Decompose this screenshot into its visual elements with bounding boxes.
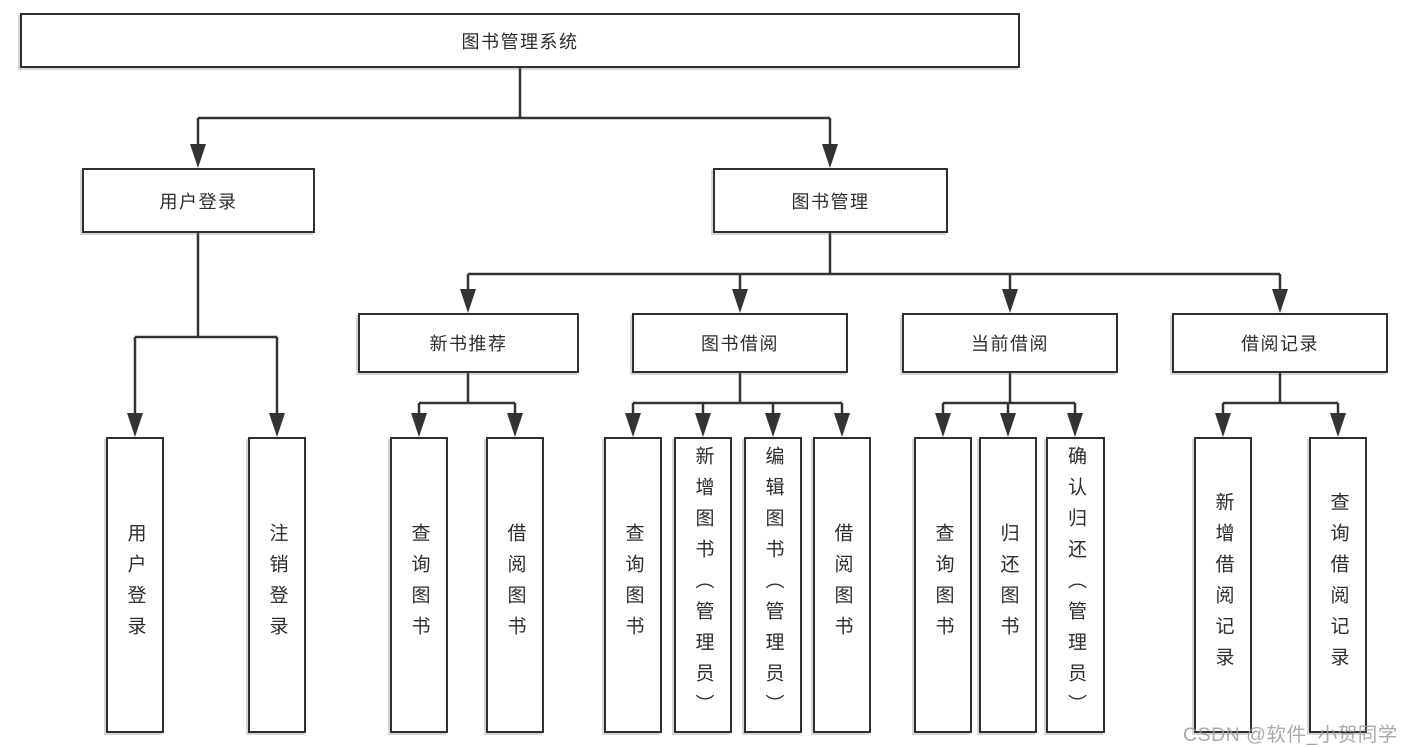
arrowhead-icon [1272, 289, 1288, 313]
arrowhead-icon [411, 413, 427, 437]
node-leaf-borrow-edit-books-admin: 编辑图书（管理员） [744, 437, 802, 733]
arrowhead-icon [1002, 289, 1018, 313]
connector-records-to-leaves [1221, 373, 1340, 417]
node-leaf-records-query-record-label: 查询借阅记录 [1327, 492, 1349, 678]
node-root-system: 图书管理系统 [20, 13, 1020, 68]
arrowhead-icon [695, 413, 711, 437]
node-leaf-records-add-record-label: 新增借阅记录 [1212, 492, 1234, 678]
connector-login-to-leaves [133, 233, 279, 417]
node-leaf-borrow-query-books: 查询图书 [604, 437, 662, 733]
node-leaf-logout: 注销登录 [248, 437, 306, 733]
node-leaf-current-query-books-label: 查询图书 [932, 523, 954, 647]
node-leaf-records-query-record: 查询借阅记录 [1309, 437, 1367, 733]
node-leaf-borrow-edit-books-admin-label: 编辑图书（管理员） [762, 445, 784, 725]
connector-root-to-level2 [196, 68, 832, 148]
node-user-login-module-label: 用户登录 [159, 191, 238, 212]
node-leaf-user-login: 用户登录 [106, 437, 164, 733]
arrowhead-icon [1067, 413, 1083, 437]
node-leaf-recommend-query-books: 查询图书 [390, 437, 448, 733]
arrowhead-icon [1215, 413, 1231, 437]
arrowhead-icon [460, 289, 476, 313]
node-leaf-records-add-record: 新增借阅记录 [1194, 437, 1252, 733]
arrowhead-icon [822, 144, 838, 168]
node-leaf-current-return-books: 归还图书 [979, 437, 1037, 733]
node-leaf-borrow-add-books-admin-label: 新增图书（管理员） [692, 445, 714, 725]
node-book-borrowing-label: 图书借阅 [701, 334, 779, 354]
node-leaf-user-login-label: 用户登录 [124, 523, 146, 647]
connector-mgmt-to-level3 [466, 233, 1282, 293]
node-book-management-module: 图书管理 [713, 168, 948, 233]
node-user-login-module: 用户登录 [82, 168, 315, 233]
node-leaf-recommend-query-books-label: 查询图书 [408, 523, 430, 647]
arrowhead-icon [127, 413, 143, 437]
watermark: CSDN @软件_小贺同学 [1183, 724, 1398, 746]
arrowhead-icon [1000, 413, 1016, 437]
node-book-borrowing: 图书借阅 [632, 313, 848, 373]
arrowhead-icon [1330, 413, 1346, 437]
node-root-system-label: 图书管理系统 [461, 31, 579, 52]
connector-borrow-to-leaves [631, 373, 844, 417]
arrowhead-icon [190, 144, 206, 168]
node-leaf-current-confirm-return-admin-label: 确认归还（管理员） [1065, 445, 1086, 725]
arrowhead-icon [507, 413, 523, 437]
node-leaf-current-query-books: 查询图书 [914, 437, 972, 733]
node-book-management-module-label: 图书管理 [791, 191, 870, 212]
node-leaf-logout-label: 注销登录 [266, 523, 288, 647]
node-leaf-recommend-borrow-books: 借阅图书 [486, 437, 544, 733]
node-new-book-recommend-label: 新书推荐 [429, 334, 508, 354]
node-leaf-borrow-borrow-books-label: 借阅图书 [831, 523, 853, 647]
node-leaf-current-confirm-return-admin: 确认归还（管理员） [1046, 437, 1105, 733]
node-new-book-recommend: 新书推荐 [358, 313, 579, 373]
node-leaf-borrow-borrow-books: 借阅图书 [813, 437, 871, 733]
connector-current-to-leaves [941, 373, 1077, 417]
node-borrowing-records-label: 借阅记录 [1241, 334, 1319, 354]
node-leaf-borrow-query-books-label: 查询图书 [622, 523, 644, 647]
arrowhead-icon [834, 413, 850, 437]
arrowhead-icon [732, 289, 748, 313]
connector-recommend-to-leaves [417, 373, 517, 417]
node-leaf-borrow-add-books-admin: 新增图书（管理员） [674, 437, 732, 733]
node-current-borrowing-label: 当前借阅 [971, 334, 1049, 354]
node-borrowing-records: 借阅记录 [1172, 313, 1388, 373]
arrowhead-icon [625, 413, 641, 437]
arrowhead-icon [269, 413, 285, 437]
arrowhead-icon [765, 413, 781, 437]
node-leaf-current-return-books-label: 归还图书 [997, 523, 1019, 647]
arrowhead-icon [935, 413, 951, 437]
node-leaf-recommend-borrow-books-label: 借阅图书 [504, 523, 526, 647]
node-current-borrowing: 当前借阅 [902, 313, 1118, 373]
